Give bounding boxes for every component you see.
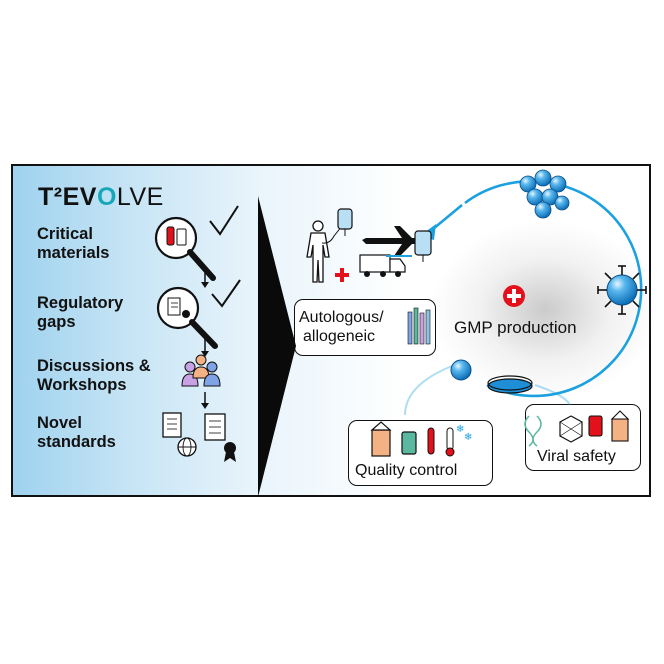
cell-sphere-icon — [519, 169, 570, 219]
magnifier-icon — [154, 216, 216, 281]
viral-safety-label: Viral safety — [537, 448, 616, 465]
checkmark-icon — [211, 279, 241, 308]
truck-icon — [359, 254, 406, 277]
test-tube-icon — [427, 427, 435, 455]
step-line: Discussions & — [37, 357, 151, 375]
document-icon — [162, 412, 182, 438]
magnifier-icon — [156, 286, 218, 349]
step-line: Novel — [37, 414, 82, 432]
step-regulatory-gaps: Regulatory gaps — [37, 294, 123, 332]
branch-to-qc — [404, 365, 453, 416]
iv-bag-icon — [414, 230, 432, 262]
gmp-production-label: GMP production — [454, 318, 577, 337]
logo-prefix: T²EV — [38, 183, 97, 211]
svg-text:❄: ❄ — [464, 432, 472, 443]
iv-bag-icon — [401, 431, 417, 455]
iv-bag-icon — [337, 208, 353, 236]
certificate-icon — [224, 442, 236, 462]
people-icon — [181, 354, 221, 387]
petri-dish-icon — [487, 375, 533, 394]
step-critical-materials: Critical materials — [37, 225, 109, 263]
svg-text:❄: ❄ — [456, 424, 464, 435]
step-line: Critical — [37, 225, 93, 243]
t2evolve-logo: T²EVOLVE — [38, 183, 164, 212]
swiss-cross-icon — [503, 285, 525, 307]
airplane-icon — [362, 226, 424, 256]
logo-o: O — [96, 183, 117, 211]
arrow-head — [201, 351, 209, 357]
step-line: materials — [37, 244, 110, 262]
dna-icon — [524, 415, 542, 447]
people-crowd-icon — [407, 307, 431, 345]
checkmark-icon — [209, 205, 239, 236]
step-line: standards — [37, 433, 116, 451]
iv-line — [321, 225, 343, 244]
allogeneic-label: allogeneic — [303, 328, 376, 345]
thermometer-icon: ❄ ❄ — [445, 424, 472, 457]
plus-icon — [335, 268, 349, 282]
logo-suffix: LVE — [116, 183, 164, 211]
cell-sphere-icon — [450, 359, 472, 381]
quality-control-label: Quality control — [355, 462, 458, 479]
autologous-label: Autologous/ — [299, 309, 384, 326]
gmp-cycle-arc — [486, 182, 643, 398]
human-body-icon — [306, 220, 330, 283]
cell-sphere-icon — [597, 265, 647, 315]
document-icon — [204, 413, 226, 441]
autologous-allogeneic-box — [294, 299, 436, 356]
globe-icon — [177, 437, 197, 457]
step-line: Regulatory — [37, 294, 124, 312]
arrow-head — [201, 403, 209, 409]
step-discussions-workshops: Discussions & Workshops — [37, 357, 151, 395]
step-line: gaps — [37, 313, 76, 331]
virus-icon — [559, 415, 583, 443]
milk-carton-icon — [370, 421, 392, 457]
iv-bag-icon — [588, 415, 603, 437]
branch-to-viral — [534, 384, 571, 406]
step-novel-standards: Novel standards — [37, 414, 116, 452]
milk-carton-icon — [610, 410, 630, 442]
step-line: Workshops — [37, 376, 127, 394]
arrow-head — [201, 282, 209, 288]
chevron-divider — [258, 196, 296, 497]
